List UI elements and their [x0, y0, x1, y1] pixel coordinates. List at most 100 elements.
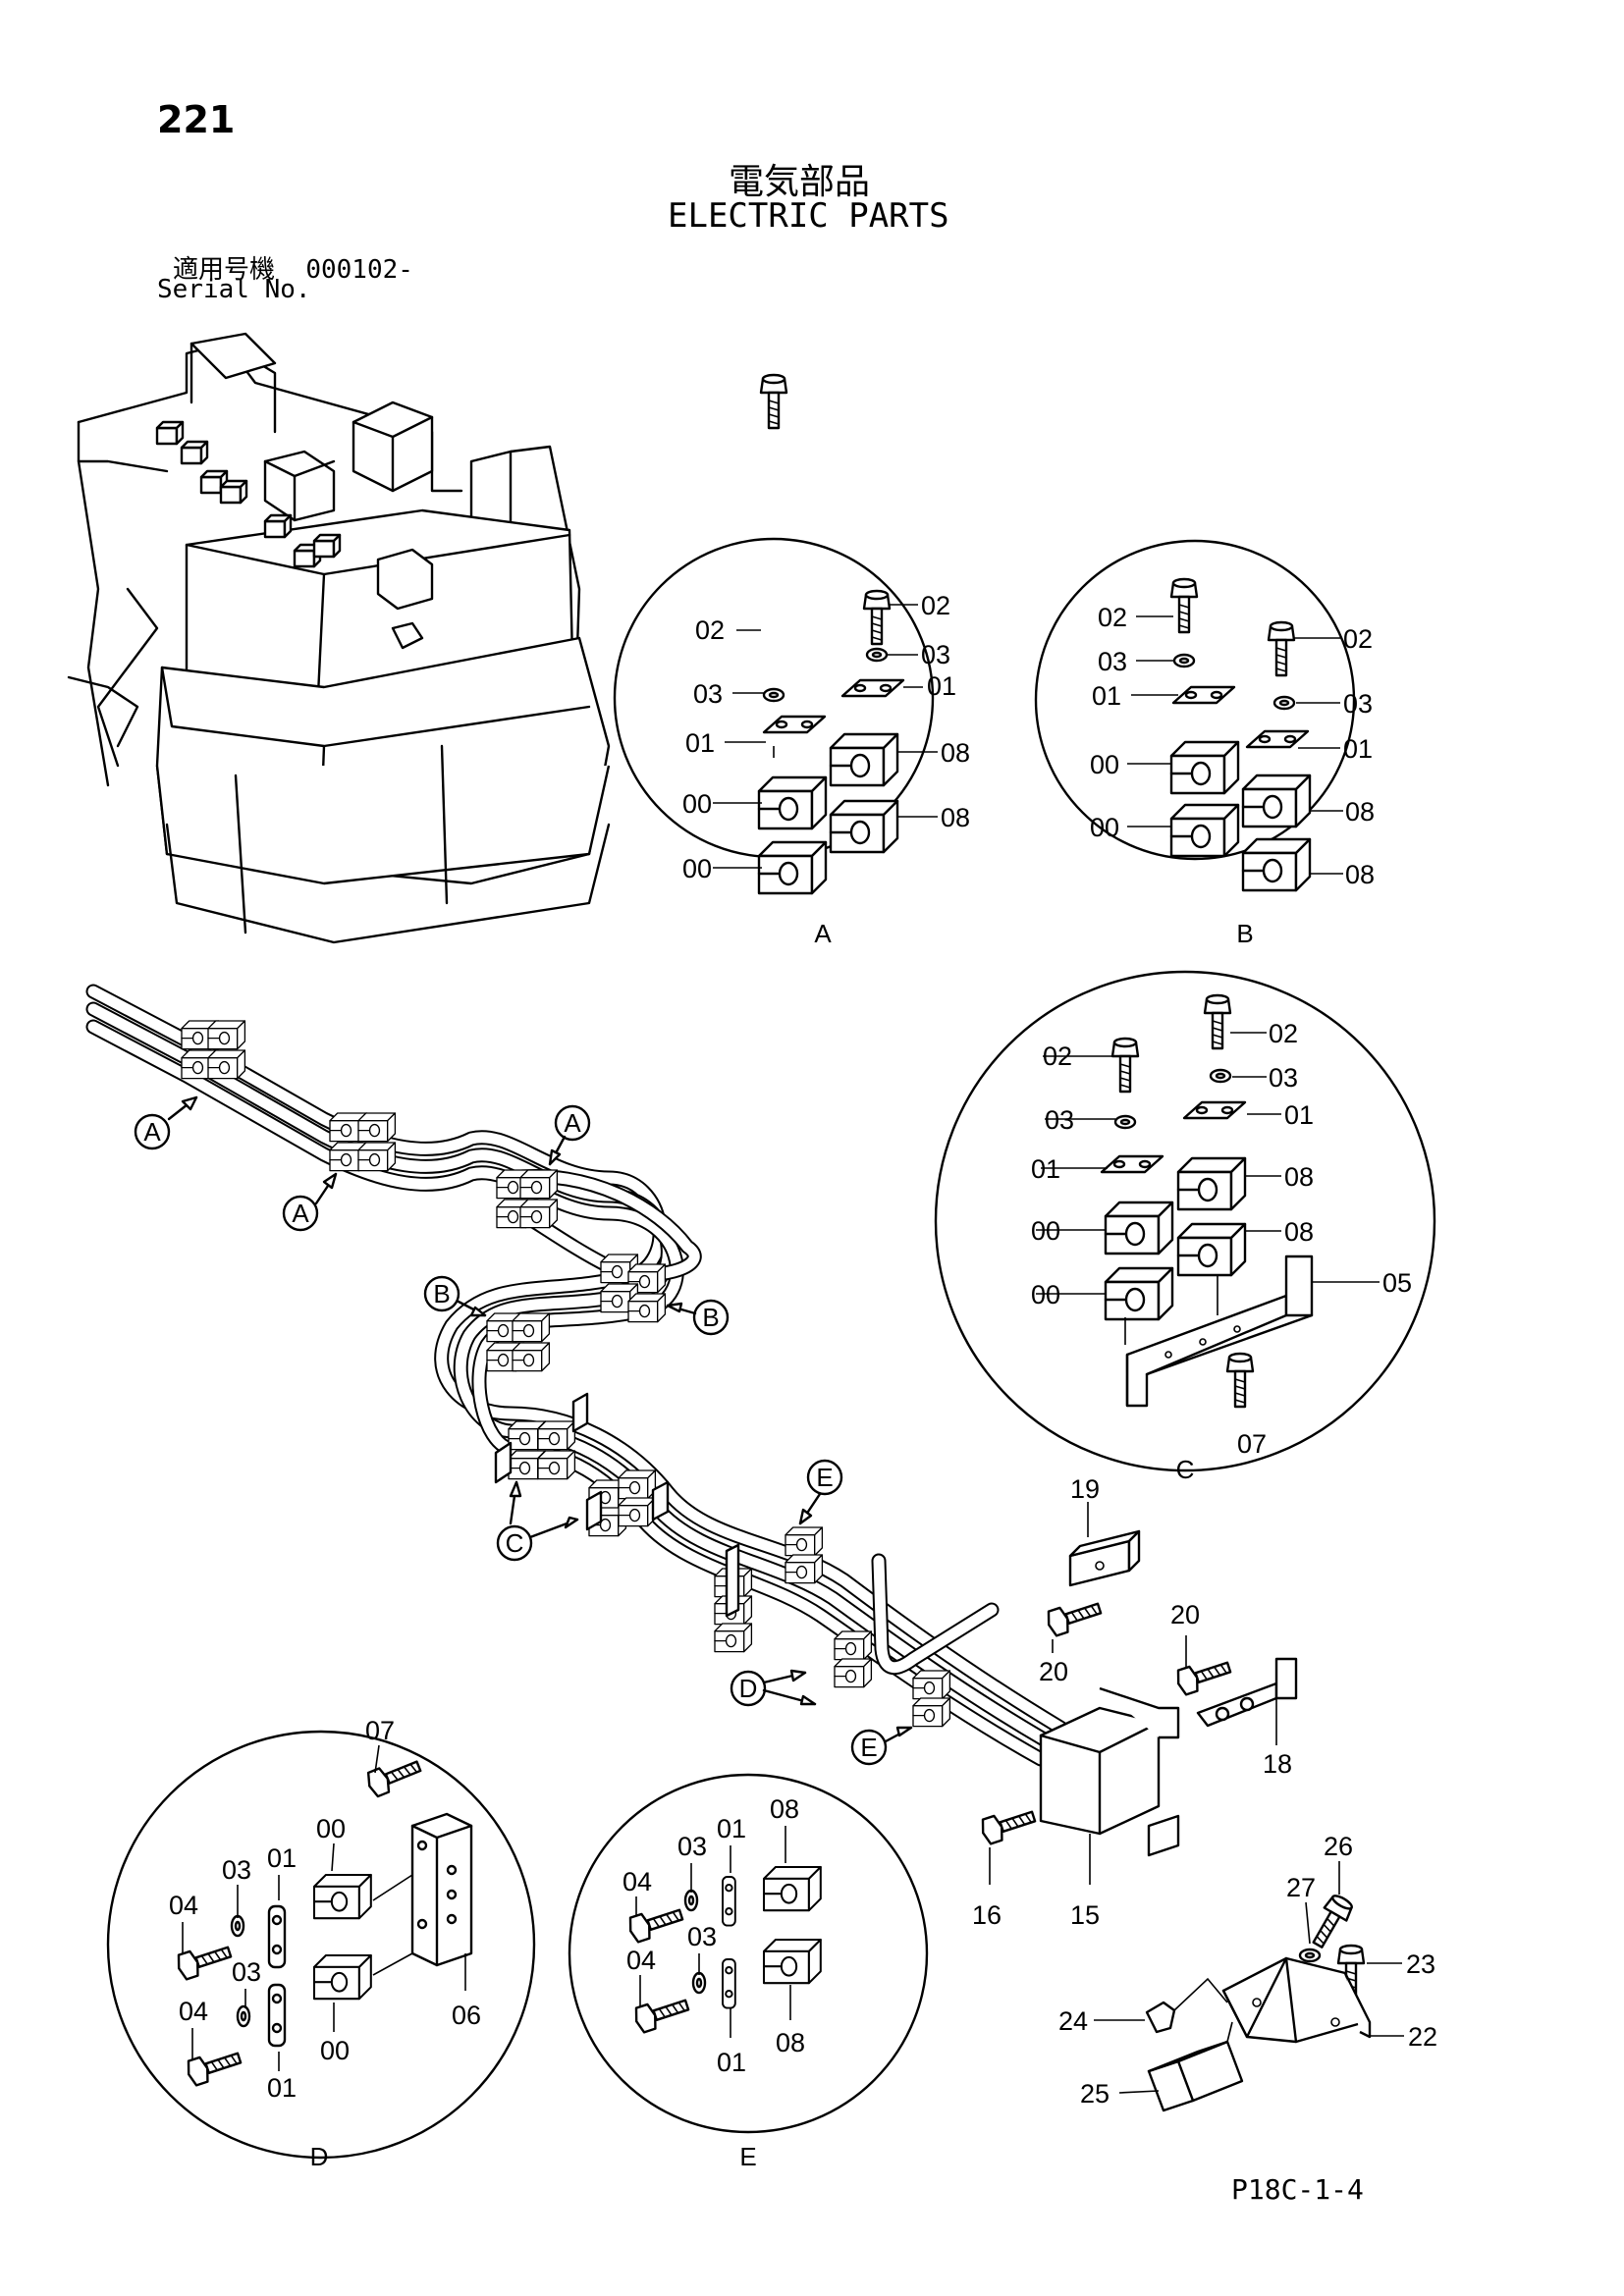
svg-text:04: 04 [626, 1946, 656, 1975]
callout-a-2: A [282, 1172, 338, 1232]
svg-text:02: 02 [921, 591, 950, 620]
svg-text:08: 08 [1345, 860, 1375, 889]
svg-text:01: 01 [717, 2048, 746, 2077]
svg-text:00: 00 [316, 1814, 346, 1843]
callout-d: D [730, 1669, 817, 1707]
svg-text:01: 01 [927, 671, 956, 701]
svg-text:A: A [143, 1117, 161, 1147]
svg-text:01: 01 [1284, 1100, 1314, 1130]
svg-text:25: 25 [1080, 2079, 1110, 2109]
svg-text:08: 08 [1345, 797, 1375, 827]
svg-text:08: 08 [1284, 1162, 1314, 1192]
svg-text:08: 08 [941, 803, 970, 832]
serial-label-japanese: 適用号機 [173, 255, 276, 285]
svg-text:03: 03 [677, 1832, 707, 1861]
svg-text:07: 07 [1237, 1429, 1267, 1459]
svg-text:03: 03 [232, 1957, 261, 1987]
svg-text:08: 08 [1284, 1217, 1314, 1247]
svg-text:22: 22 [1408, 2022, 1437, 2052]
svg-text:04: 04 [179, 1997, 208, 2026]
svg-text:02: 02 [1098, 603, 1127, 632]
svg-text:00: 00 [1031, 1280, 1060, 1309]
svg-text:04: 04 [623, 1867, 652, 1896]
svg-text:01: 01 [685, 728, 715, 758]
callouts: A A A B B [134, 1095, 913, 1766]
svg-text:02: 02 [1343, 624, 1373, 654]
callout-e-2: E [850, 1726, 913, 1766]
svg-text:01: 01 [1031, 1154, 1060, 1184]
loose-parts: 19 20 20 18 15 16 26 27 23 [972, 1474, 1437, 2112]
callout-a-3: A [548, 1104, 591, 1166]
svg-text:03: 03 [1045, 1105, 1074, 1135]
svg-text:D: D [739, 1674, 758, 1703]
svg-text:20: 20 [1039, 1657, 1068, 1686]
detail-view-c-title: C [1176, 1455, 1195, 1484]
svg-text:02: 02 [1269, 1019, 1298, 1048]
page-code: P18C-1-4 [1231, 2173, 1364, 2206]
svg-text:05: 05 [1382, 1268, 1412, 1298]
callout-b-1: B [423, 1275, 487, 1317]
detail-view-c: 02 03 01 00 00 02 03 01 08 08 05 07 C [934, 970, 1436, 1484]
svg-text:03: 03 [687, 1922, 717, 1951]
svg-text:02: 02 [695, 615, 725, 645]
svg-text:23: 23 [1406, 1949, 1435, 1979]
callout-a-1: A [134, 1095, 198, 1150]
svg-text:03: 03 [222, 1855, 251, 1885]
svg-text:03: 03 [1343, 689, 1373, 719]
svg-text:01: 01 [1343, 734, 1373, 764]
svg-text:03: 03 [1098, 647, 1127, 676]
svg-text:16: 16 [972, 1900, 1001, 1930]
svg-text:00: 00 [1090, 813, 1119, 842]
detail-view-d-title: D [310, 2142, 329, 2171]
svg-text:01: 01 [267, 2073, 297, 2103]
svg-text:26: 26 [1324, 1832, 1353, 1861]
svg-text:07: 07 [365, 1716, 395, 1745]
serial-label-english: Serial No. [157, 275, 311, 304]
svg-text:00: 00 [320, 2036, 350, 2065]
serial-value: 000102- [305, 255, 413, 285]
svg-text:03: 03 [693, 679, 723, 709]
detail-view-e-title: E [739, 2142, 756, 2171]
svg-text:00: 00 [682, 854, 712, 883]
detail-view-b: 02 03 01 00 00 02 03 01 08 08 B [1034, 539, 1375, 948]
svg-text:19: 19 [1070, 1474, 1100, 1504]
svg-text:01: 01 [717, 1814, 746, 1843]
svg-text:06: 06 [452, 2001, 481, 2030]
svg-text:E: E [860, 1733, 877, 1762]
detail-view-b-title: B [1236, 919, 1253, 948]
svg-text:04: 04 [169, 1891, 198, 1920]
svg-text:01: 01 [1092, 681, 1121, 711]
svg-text:03: 03 [921, 640, 950, 669]
svg-text:08: 08 [941, 738, 970, 768]
callout-b-2: B [666, 1299, 730, 1336]
svg-text:B: B [433, 1279, 450, 1308]
svg-text:01: 01 [267, 1843, 297, 1873]
svg-text:B: B [702, 1303, 719, 1332]
pipe-routing [85, 984, 1068, 1767]
svg-text:A: A [292, 1199, 309, 1228]
svg-text:20: 20 [1170, 1600, 1200, 1629]
svg-text:18: 18 [1263, 1749, 1292, 1779]
svg-text:02: 02 [1043, 1041, 1072, 1071]
svg-text:15: 15 [1070, 1900, 1100, 1930]
svg-text:A: A [564, 1108, 581, 1138]
callout-e-1: E [798, 1459, 843, 1525]
detail-view-a: 02 03 01 00 00 02 03 01 08 08 A [613, 373, 970, 948]
svg-text:E: E [816, 1463, 833, 1492]
svg-text:24: 24 [1058, 2006, 1088, 2036]
svg-text:C: C [506, 1528, 524, 1558]
page-number: 221 [157, 98, 236, 141]
svg-text:03: 03 [1269, 1063, 1298, 1093]
detail-view-a-title: A [814, 919, 832, 948]
svg-text:00: 00 [682, 789, 712, 819]
detail-view-d: 07 06 00 00 01 01 03 03 04 04 D [106, 1716, 536, 2171]
svg-text:00: 00 [1090, 750, 1119, 779]
callout-c: C [496, 1480, 579, 1562]
title-english: ELECTRIC PARTS [668, 196, 949, 236]
svg-text:08: 08 [776, 2028, 805, 2057]
svg-text:00: 00 [1031, 1216, 1060, 1246]
detail-view-e: 08 08 01 01 03 03 04 04 E [568, 1773, 929, 2171]
svg-text:27: 27 [1286, 1873, 1316, 1902]
title-japanese: 電気部品 [729, 162, 871, 202]
